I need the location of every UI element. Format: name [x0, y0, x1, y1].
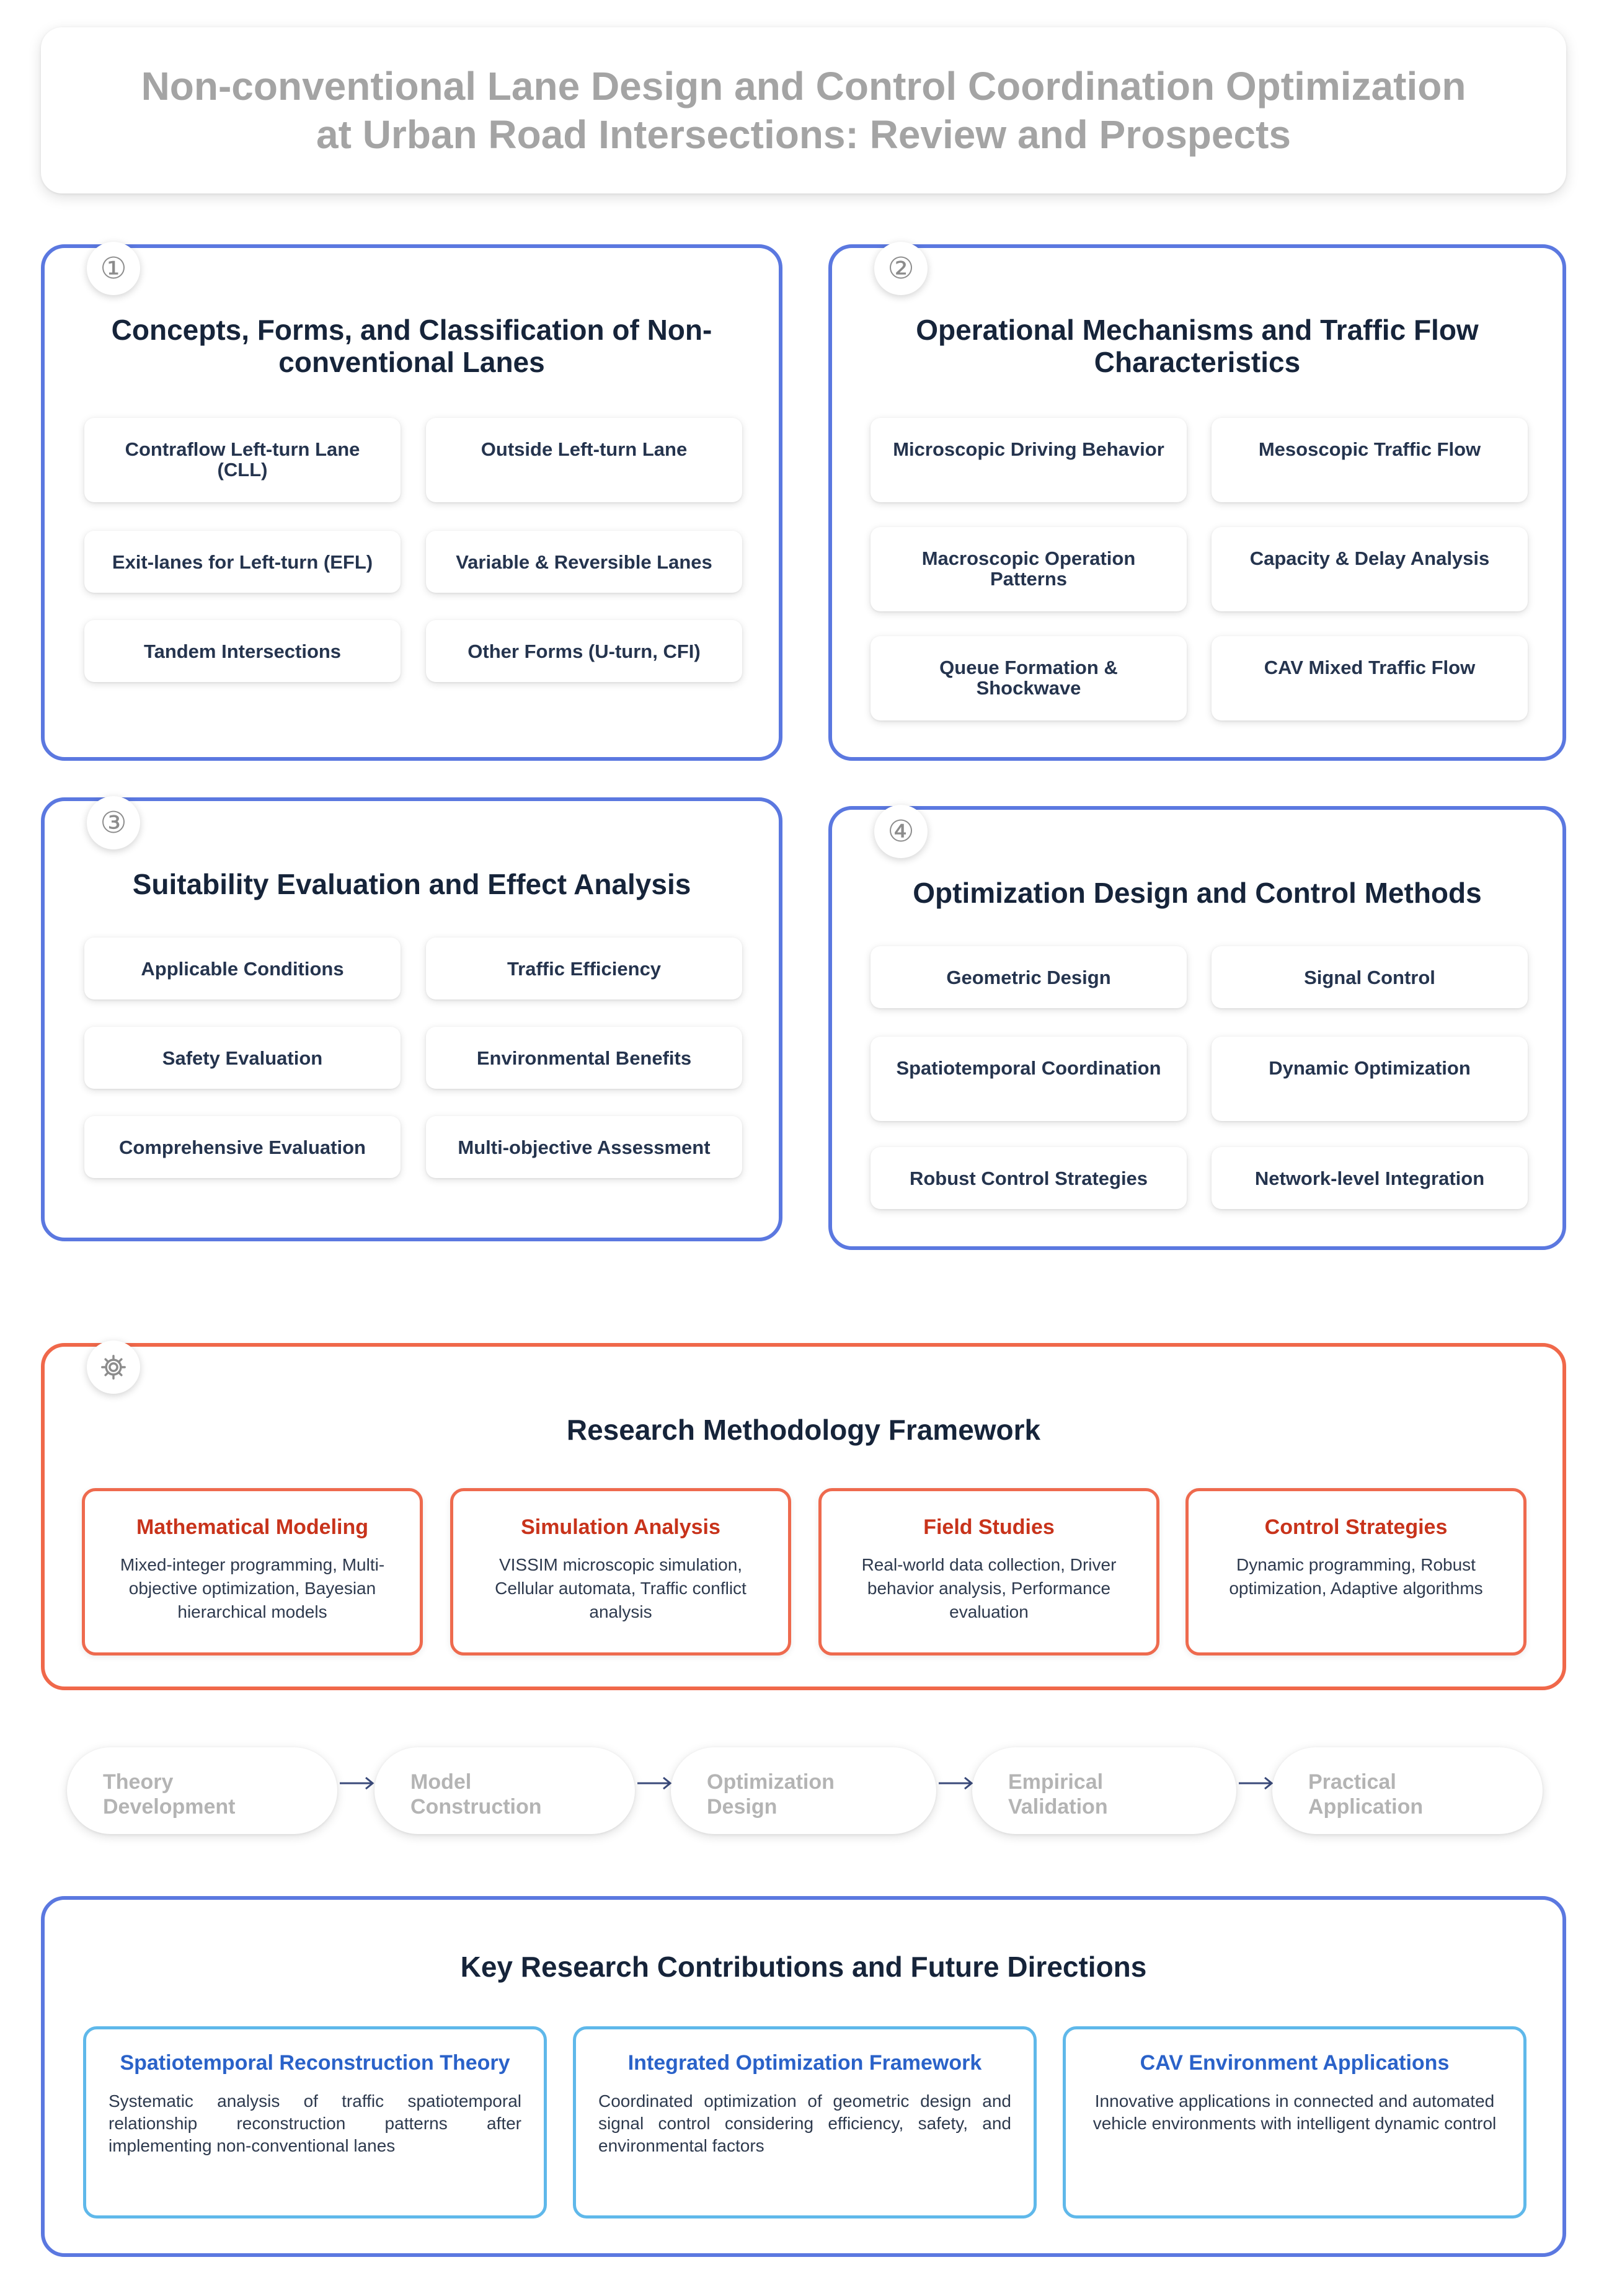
step-4-badge: ④ — [874, 805, 928, 858]
item-mesoscopic-traffic-flow: Mesoscopic Traffic Flow — [1212, 418, 1528, 502]
flow-step-line-2: Development — [103, 1795, 236, 1819]
item-robust-control-strategies: Robust Control Strategies — [871, 1147, 1187, 1209]
contribution-card-title: CAV Environment Applications — [1140, 2051, 1450, 2075]
flow-step-line-2: Application — [1308, 1795, 1424, 1819]
panel-concepts-title-line-1: Concepts, Forms, and Classification of N… — [111, 314, 712, 346]
contribution-card-title: Spatiotemporal Reconstruction Theory — [120, 2051, 510, 2075]
method-card-simulation-analysis: Simulation Analysis VISSIM microscopic s… — [450, 1488, 791, 1656]
method-card-title: Simulation Analysis — [521, 1515, 720, 1539]
item-capacity-delay-analysis: Capacity & Delay Analysis — [1212, 527, 1528, 611]
item-multi-objective-assessment: Multi-objective Assessment — [426, 1116, 742, 1178]
arrow-right-icon — [1239, 1776, 1274, 1790]
flow-step-line-1: Practical — [1308, 1770, 1396, 1794]
methodology-title: Research Methodology Framework — [566, 1414, 1041, 1446]
method-card-text: Dynamic programming, Robust optimization… — [1229, 1555, 1483, 1598]
contributions-panel: Key Research Contributions and Future Di… — [41, 1896, 1566, 2257]
arrow-right-icon — [340, 1776, 374, 1790]
flow-step-line-1: Optimization — [707, 1770, 835, 1794]
item-variable-reversible-lanes: Variable & Reversible Lanes — [426, 531, 742, 593]
step-1-badge: ① — [87, 242, 140, 295]
item-safety-evaluation: Safety Evaluation — [84, 1027, 401, 1089]
flow-step-theory-development: Theory Development — [67, 1747, 337, 1834]
method-card-text: Mixed-integer programming, Multi-objecti… — [120, 1555, 385, 1621]
flow-step-optimization-design: Optimization Design — [671, 1747, 936, 1834]
item-cav-mixed-traffic-flow: CAV Mixed Traffic Flow — [1212, 636, 1528, 720]
flow-step-line-1: Empirical — [1008, 1770, 1104, 1794]
item-exit-lanes-for-left-turn: Exit-lanes for Left-turn (EFL) — [84, 531, 401, 593]
panel-suitability-evaluation: ③ Suitability Evaluation and Effect Anal… — [41, 796, 782, 1241]
panel-concepts: ① Concepts, Forms, and Classification of… — [41, 242, 782, 761]
item-signal-control: Signal Control — [1212, 946, 1528, 1008]
flow-step-line-1: Theory — [103, 1770, 174, 1794]
item-environmental-benefits: Environmental Benefits — [426, 1027, 742, 1089]
flow-step-model-construction: Model Construction — [374, 1747, 635, 1834]
flow-step-line-2: Construction — [410, 1795, 542, 1819]
item-traffic-efficiency: Traffic Efficiency — [426, 937, 742, 1000]
item-macroscopic-operation-patterns: Macroscopic Operation Patterns — [871, 527, 1187, 611]
panel-operational-title: Operational Mechanisms and Traffic Flow … — [869, 314, 1525, 378]
contribution-card-title: Integrated Optimization Framework — [627, 2051, 982, 2075]
step-2-badge: ② — [874, 242, 928, 295]
method-card-field-studies: Field Studies Real-world data collection… — [818, 1488, 1159, 1656]
item-comprehensive-evaluation: Comprehensive Evaluation — [84, 1116, 401, 1178]
item-other-forms: Other Forms (U-turn, CFI) — [426, 620, 742, 682]
method-card-title: Field Studies — [923, 1515, 1055, 1539]
arrow-right-icon — [637, 1776, 672, 1790]
contribution-card-cav-environment: CAV Environment Applications Innovative … — [1063, 2026, 1526, 2218]
flow-step-line-1: Model — [410, 1770, 472, 1794]
page-title-line-1: Non-conventional Lane Design and Control… — [141, 64, 1466, 109]
flow-step-empirical-validation: Empirical Validation — [972, 1747, 1236, 1834]
panel-optimization-design: ④ Optimization Design and Control Method… — [828, 805, 1566, 1250]
item-queue-formation-shockwave: Queue Formation & Shockwave — [871, 636, 1187, 720]
item-applicable-conditions: Applicable Conditions — [84, 937, 401, 1000]
contribution-card-text: Systematic analysis of traffic spatiotem… — [109, 2091, 521, 2155]
contribution-card-text: Innovative applications in connected and… — [1092, 2091, 1497, 2133]
contribution-card-integrated-optimization: Integrated Optimization Framework Coordi… — [573, 2026, 1037, 2218]
item-spatiotemporal-coordination: Spatiotemporal Coordination — [871, 1037, 1187, 1121]
flow-step-line-2: Design — [707, 1795, 778, 1819]
flow-step-practical-application: Practical Application — [1272, 1747, 1543, 1834]
contributions-title: Key Research Contributions and Future Di… — [460, 1951, 1147, 1983]
panel-concepts-title-line-2: conventional Lanes — [278, 346, 545, 378]
contribution-card-text: Coordinated optimization of geometric de… — [598, 2091, 1011, 2155]
item-dynamic-optimization: Dynamic Optimization — [1212, 1037, 1528, 1121]
method-card-title: Control Strategies — [1264, 1515, 1448, 1539]
flow-step-line-2: Validation — [1008, 1795, 1108, 1819]
item-contraflow-left-turn-lane: Contraflow Left-turn Lane (CLL) — [84, 418, 401, 502]
method-card-control-strategies: Control Strategies Dynamic programming, … — [1185, 1488, 1526, 1656]
arrow-right-icon — [939, 1776, 973, 1790]
panel-operational-mechanisms: ② Operational Mechanisms and Traffic Flo… — [828, 242, 1566, 761]
method-card-mathematical-modeling: Mathematical Modeling Mixed-integer prog… — [82, 1488, 423, 1656]
step-3-badge: ③ — [87, 796, 140, 849]
method-card-text: VISSIM microscopic simulation, Cellular … — [495, 1555, 747, 1621]
item-network-level-integration: Network-level Integration — [1212, 1147, 1528, 1209]
gear-icon — [87, 1341, 140, 1394]
method-card-title: Mathematical Modeling — [136, 1515, 369, 1539]
page-title-card: Non-conventional Lane Design and Control… — [41, 27, 1566, 193]
item-outside-left-turn-lane: Outside Left-turn Lane — [426, 418, 742, 502]
item-geometric-design: Geometric Design — [871, 946, 1187, 1008]
methodology-panel: Research Methodology Framework Mathemati… — [41, 1341, 1566, 1690]
method-card-text: Real-world data collection, Driver behav… — [861, 1555, 1117, 1621]
page-title-line-2: at Urban Road Intersections: Review and … — [316, 112, 1291, 157]
panel-optimization-title: Optimization Design and Control Methods — [913, 877, 1482, 909]
panel-operational-title-line-2: Characteristics — [1094, 346, 1301, 378]
item-microscopic-driving-behavior: Microscopic Driving Behavior — [871, 418, 1187, 502]
panel-concepts-title: Concepts, Forms, and Classification of N… — [82, 314, 742, 378]
panel-suitability-title: Suitability Evaluation and Effect Analys… — [132, 868, 691, 900]
contribution-card-spatiotemporal: Spatiotemporal Reconstruction Theory Sys… — [83, 2026, 547, 2218]
panel-operational-title-line-1: Operational Mechanisms and Traffic Flow — [916, 314, 1479, 346]
item-tandem-intersections: Tandem Intersections — [84, 620, 401, 682]
